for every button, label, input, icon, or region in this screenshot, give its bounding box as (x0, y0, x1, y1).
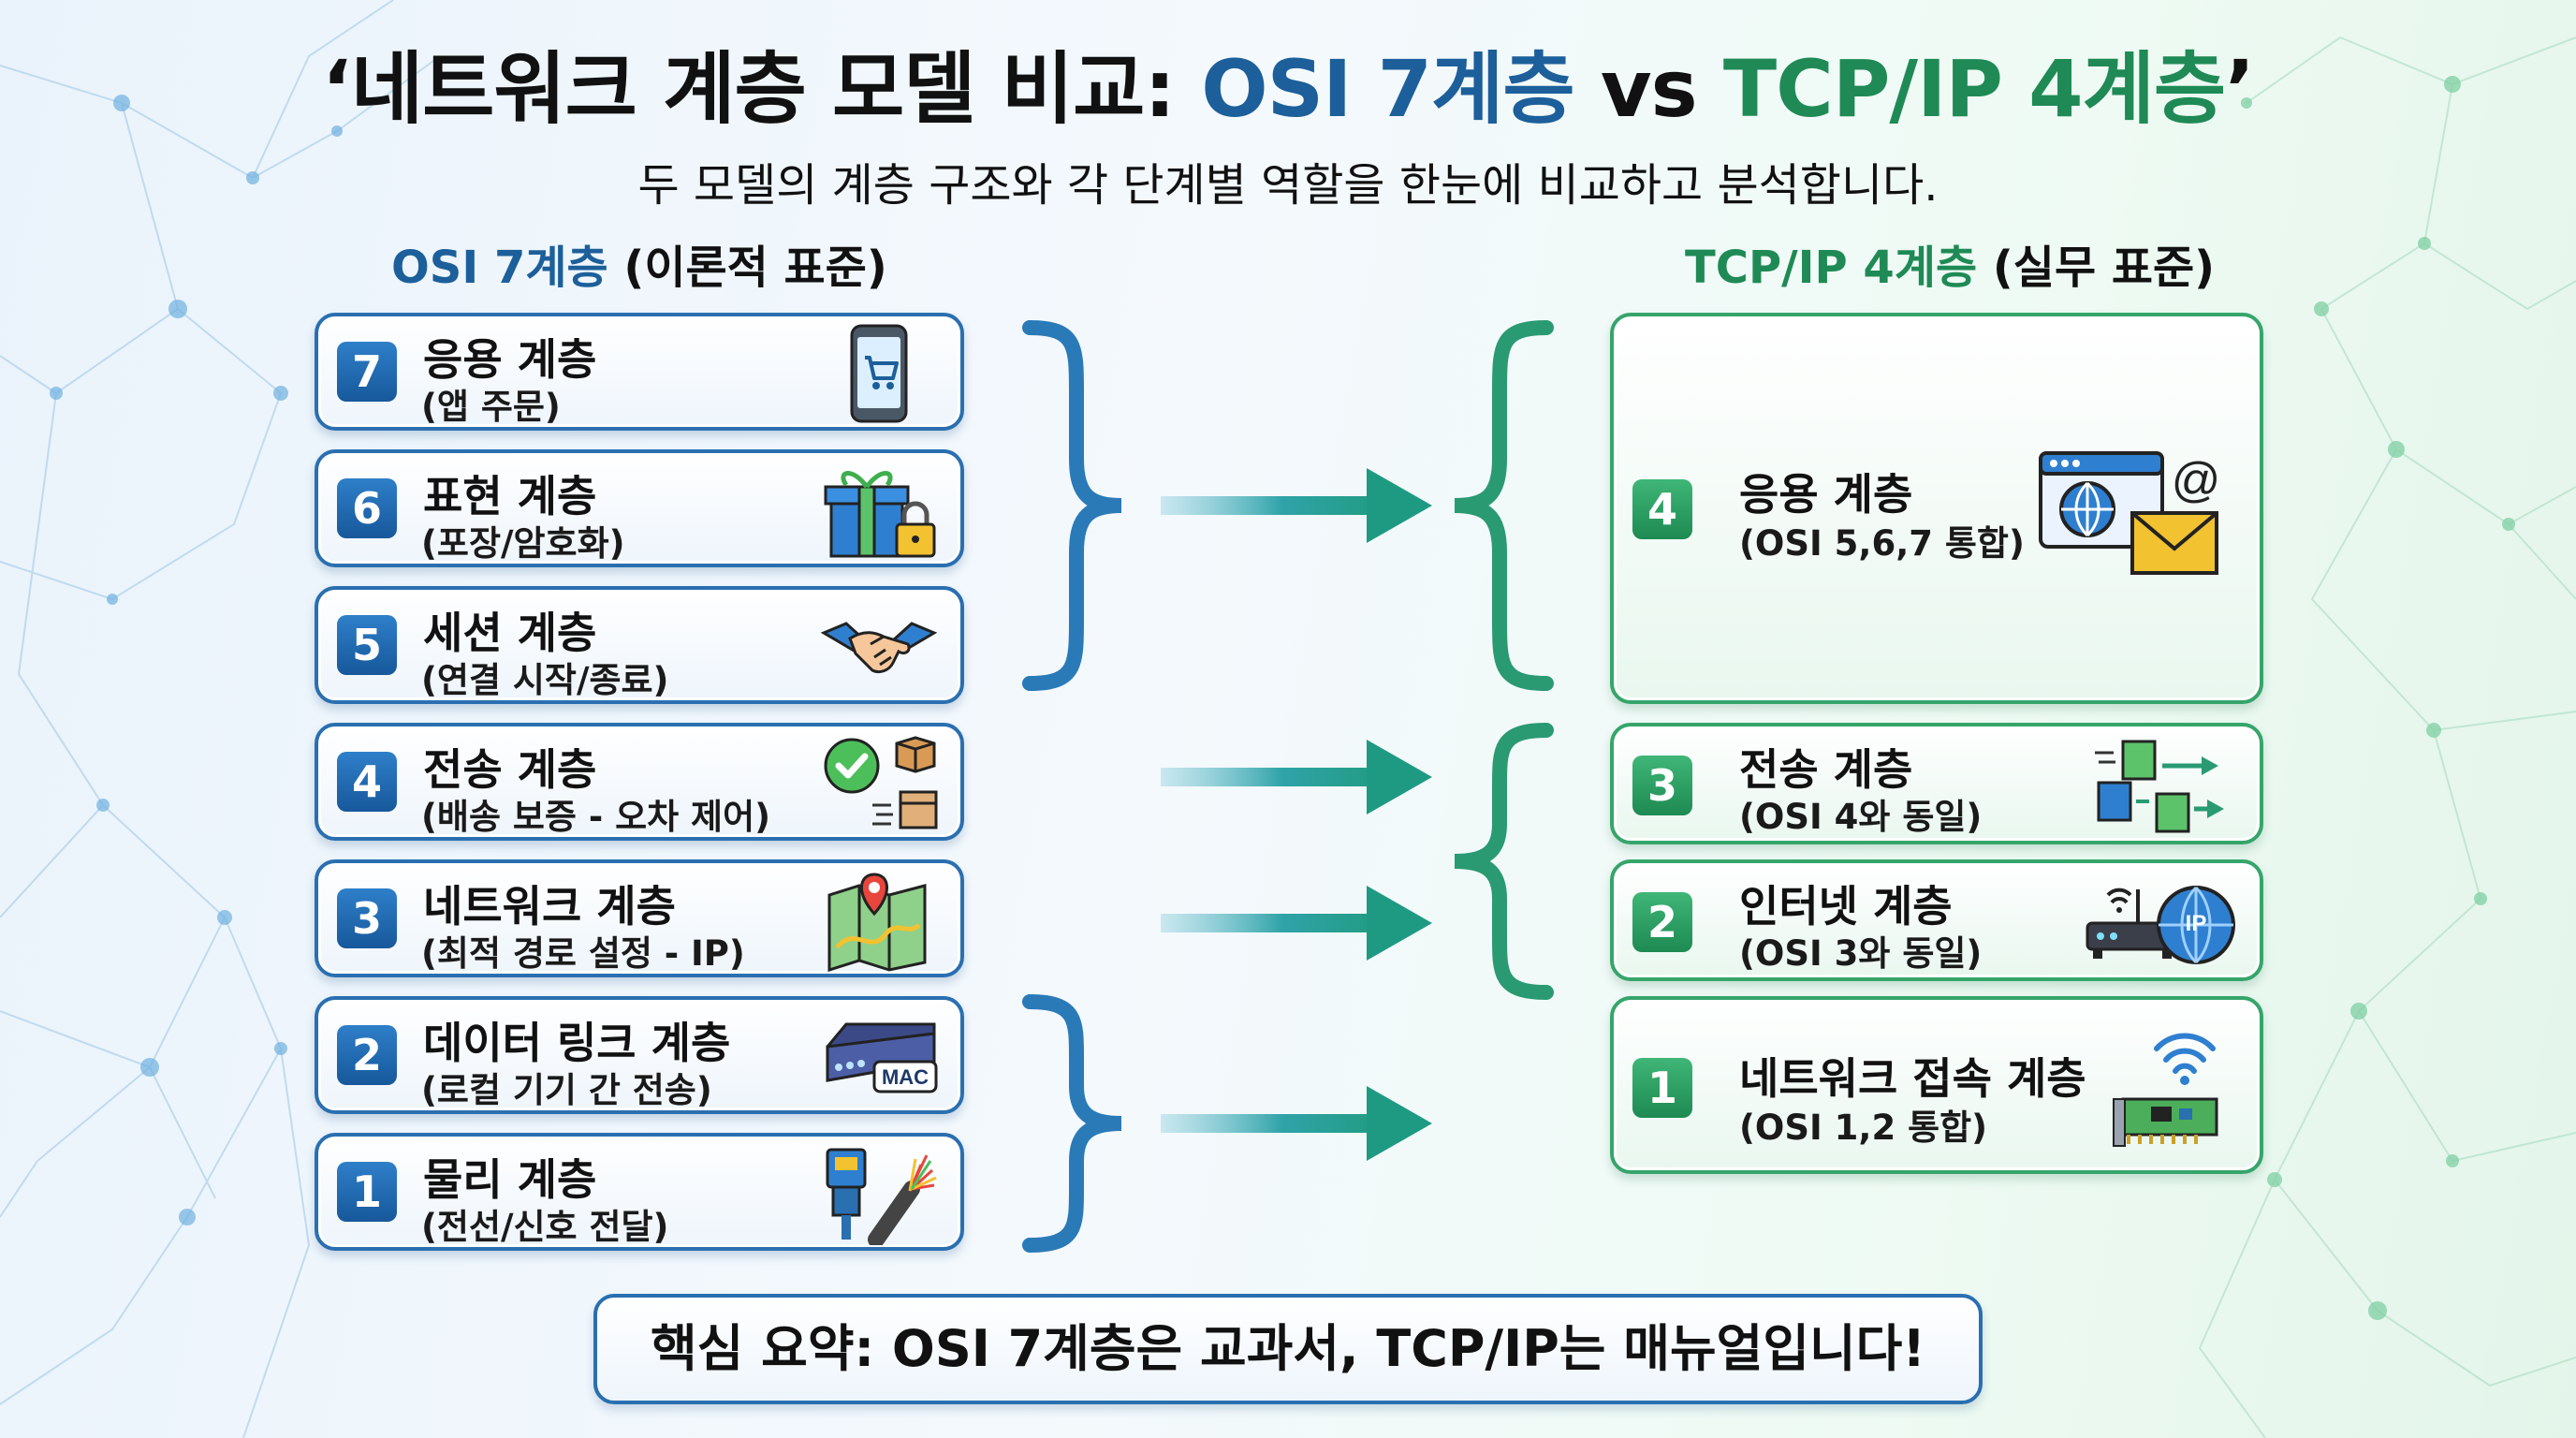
osi-column-heading: OSI 7계층 (이론적 표준) (391, 230, 887, 296)
smartphone-cart-icon (850, 324, 908, 423)
arrow-upper (1161, 468, 1432, 543)
router-ip-icon: IP (2086, 886, 2235, 964)
tcp-layer-1: 1 네트워크 접속 계층 (OSI 1,2 통합) (1610, 996, 2263, 1174)
layer-name: 표현 계층 (423, 471, 597, 521)
layer-name: 인터넷 계층 (1739, 881, 1953, 932)
layer-name: 데이터 링크 계층 (423, 1018, 731, 1068)
layer-name: 전송 계층 (423, 744, 597, 795)
title-prefix: ‘네트워크 계층 모델 비교: (321, 43, 1202, 135)
wifi-nic-icon (2113, 1033, 2218, 1147)
layer-number-badge: 7 (337, 342, 397, 402)
osi-layer-3: 3 네트워크 계층 (최적 경로 설정 - IP) (315, 859, 964, 977)
ip-label: IP (2186, 911, 2207, 936)
tcp-column-heading: TCP/IP 4계층 (실무 표준) (1685, 230, 2215, 296)
layer-number-badge: 5 (337, 615, 397, 675)
layer-name: 세션 계층 (423, 608, 597, 658)
layer-description: (배송 보증 - 오차 제어) (421, 797, 771, 837)
tcp-column-note: (실무 표준) (1977, 242, 2216, 294)
switch-mac-icon: MAC (826, 1022, 938, 1093)
tcp-upper-brace (1454, 320, 1554, 691)
layer-number-badge: 4 (337, 752, 397, 812)
layer-description: (OSI 4와 동일) (1739, 797, 1983, 837)
page-title: ‘네트워크 계층 모델 비교: OSI 7계층 vs TCP/IP 4계층’ (0, 26, 2576, 139)
title-tcp: TCP/IP 4계층 (1722, 43, 2226, 135)
title-suffix: ’ (2225, 43, 2255, 135)
title-vs: vs (1573, 43, 1723, 135)
layer-description: (OSI 5,6,7 통합) (1739, 523, 2025, 564)
osi-layer-6: 6 표현 계층 (포장/암호화) (315, 449, 964, 567)
layer-number-badge: 2 (1632, 892, 1692, 952)
page-subtitle: 두 모델의 계층 구조와 각 단계별 역할을 한눈에 비교하고 분석합니다. (637, 159, 1939, 212)
layer-description: (연결 시작/종료) (421, 660, 669, 700)
tcp-layer-2: 2 인터넷 계층 (OSI 3와 동일) IP (1610, 859, 2263, 981)
layer-number-badge: 6 (337, 478, 397, 538)
handshake-icon (820, 622, 938, 674)
browser-mail-icon: @ (2039, 451, 2221, 575)
layer-description: (전선/신호 전달) (421, 1207, 669, 1247)
tcp-middle-brace (1454, 723, 1554, 1000)
layer-number-badge: 1 (337, 1162, 397, 1222)
osi-layer-2: 2 데이터 링크 계층 (로컬 기기 간 전송) MAC (315, 996, 964, 1114)
layer-name: 네트워크 접속 계층 (1739, 1053, 2086, 1104)
title-osi: OSI 7계층 (1201, 43, 1574, 135)
arrow-lower (1161, 1086, 1432, 1161)
layer-name: 전송 계층 (1739, 744, 1913, 795)
layer-name: 네트워크 계층 (423, 881, 676, 932)
at-sign: @ (2172, 453, 2221, 507)
layer-description: (OSI 3와 동일) (1739, 933, 1983, 974)
layer-description: (로컬 기기 간 전송) (421, 1070, 712, 1110)
check-package-icon (824, 736, 938, 829)
osi-column-note: (이론적 표준) (607, 242, 887, 294)
arrow-network (1161, 886, 1432, 961)
layer-number-badge: 3 (1632, 756, 1692, 815)
map-pin-icon (827, 873, 927, 972)
data-flow-icon (2095, 740, 2224, 833)
osi-layer-7: 7 응용 계층 (앱 주문) (315, 313, 964, 431)
osi-layer-1: 1 물리 계층 (전선/신호 전달) (315, 1133, 964, 1251)
layer-number-badge: 2 (337, 1025, 397, 1085)
mac-label: MAC (882, 1065, 929, 1089)
layer-name: 응용 계층 (1739, 469, 1913, 520)
osi-upper-brace (1022, 320, 1122, 691)
osi-column-name: OSI 7계층 (391, 242, 608, 294)
summary-box: 핵심 요약: OSI 7계층은 교과서, TCP/IP는 매뉴얼입니다! (593, 1294, 1983, 1404)
tcp-column-name: TCP/IP 4계층 (1685, 242, 1978, 294)
osi-lower-brace (1022, 994, 1122, 1253)
layer-description: (앱 주문) (421, 387, 561, 427)
osi-layer-5: 5 세션 계층 (연결 시작/종료) (315, 586, 964, 704)
tcp-layer-3: 3 전송 계층 (OSI 4와 동일) (1610, 723, 2263, 844)
layer-number-badge: 4 (1632, 479, 1692, 539)
layer-description: (OSI 1,2 통합) (1739, 1108, 1988, 1148)
layer-number-badge: 3 (337, 888, 397, 948)
cable-icon (826, 1148, 937, 1245)
tcp-layer-4: 4 응용 계층 (OSI 5,6,7 통합) @ (1610, 313, 2263, 704)
layer-name: 물리 계층 (423, 1154, 597, 1205)
gift-lock-icon (824, 471, 936, 558)
arrow-transport (1161, 740, 1432, 814)
osi-layer-4: 4 전송 계층 (배송 보증 - 오차 제어) (315, 723, 964, 841)
layer-description: (최적 경로 설정 - IP) (421, 933, 745, 974)
layer-name: 응용 계층 (423, 334, 597, 385)
layer-description: (포장/암호화) (421, 523, 625, 564)
layer-number-badge: 1 (1632, 1058, 1692, 1118)
